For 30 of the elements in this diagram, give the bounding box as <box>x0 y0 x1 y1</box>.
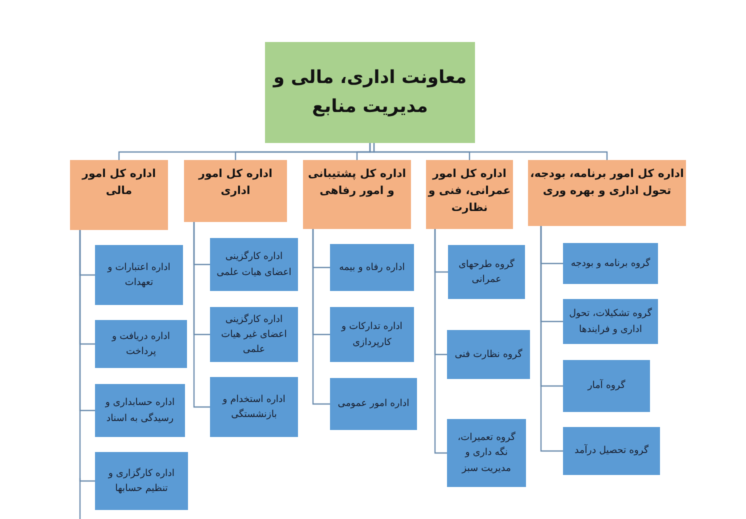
unit-box: اداره کارگزاری و تنظیم حسابها <box>95 452 188 510</box>
unit-box: اداره تدارکات و کارپردازی <box>330 307 414 362</box>
connector-line <box>234 143 375 160</box>
department-box: اداره کل امور اداری <box>184 160 287 222</box>
unit-box: اداره امور عمومی <box>330 378 417 430</box>
connector-line <box>434 229 447 454</box>
connector-line <box>79 230 95 482</box>
unit-box: اداره رفاه و بیمه <box>330 244 414 291</box>
root-box: معاونت اداری، مالی و مدیریت منابع <box>265 42 475 143</box>
unit-box: گروه تعمیرات، نگه داری و مدیریت سبز <box>447 419 526 487</box>
unit-box: گروه طرحهای عمرانی <box>448 245 525 299</box>
unit-box: اداره اعتبارات و تعهدات <box>95 245 183 305</box>
connector-line <box>193 222 210 408</box>
unit-box: اداره دریافت و پرداخت <box>95 320 187 368</box>
unit-box: اداره کارگزینی اعضای هیات علمی <box>210 238 298 291</box>
department-box: اداره کل امور عمرانی، فنی و نظارت <box>426 160 513 229</box>
unit-box: اداره استخدام و بازنشستگی <box>210 377 298 437</box>
connector-line <box>312 229 330 405</box>
unit-box: اداره کارگزینی اعضای غیر هیات علمی <box>210 307 298 362</box>
unit-box: گروه برنامه و بودجه <box>563 243 658 284</box>
unit-box: گروه آمار <box>563 360 650 412</box>
connector-line <box>118 143 371 160</box>
unit-box: گروه تحصیل درآمد <box>563 427 660 475</box>
connector-line <box>540 226 563 452</box>
department-box: اداره کل پشتیبانی و امور رفاهی <box>303 160 411 229</box>
department-box: اداره کل امور مالی <box>70 160 168 230</box>
unit-box: گروه نظارت فنی <box>447 330 530 379</box>
department-box: اداره کل امور برنامه، بودجه، تحول اداری و بهره وری <box>528 160 686 226</box>
unit-box: گروه تشکیلات، تحول اداری و فرایندها <box>563 299 658 344</box>
unit-box: اداره حسابداری و رسیدگی به اسناد <box>95 384 185 437</box>
